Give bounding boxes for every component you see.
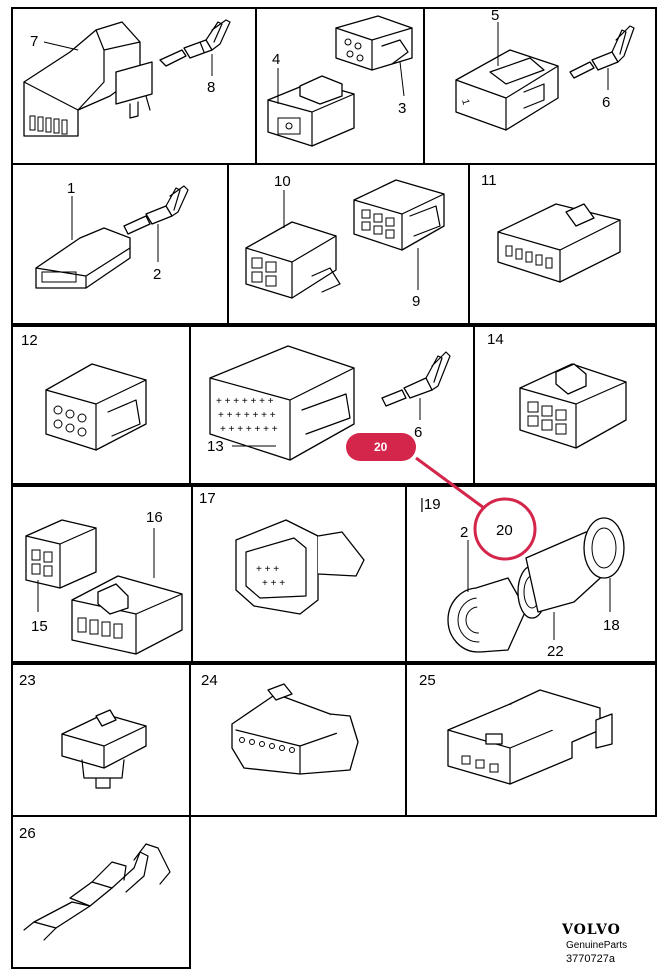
callout-6-mid: 6	[414, 424, 422, 441]
svg-text:+ + + + + + +: + + + + + + +	[216, 396, 274, 407]
connector-25-drawing	[447, 689, 613, 785]
highlight-badge-label: 20	[374, 440, 388, 454]
callout-7: 7	[30, 33, 38, 50]
connector-23-drawing	[61, 709, 147, 789]
connector-16-drawing	[71, 575, 183, 655]
cell-24	[189, 663, 407, 817]
callout-26: 26	[19, 825, 36, 842]
callout-9: 9	[412, 293, 420, 310]
connector-12-drawing	[45, 363, 147, 451]
callout-12: 12	[21, 332, 38, 349]
connector-7-drawing	[23, 21, 153, 137]
connector-17-drawing: + + + + + +	[235, 519, 365, 615]
svg-text:1: 1	[459, 98, 471, 107]
connector-5-drawing: 1	[455, 49, 559, 131]
svg-text:+ + + + + + +: + + + + + + +	[218, 410, 276, 421]
svg-text:+ + +: + + +	[262, 578, 285, 589]
connector-10-drawing	[245, 221, 341, 299]
connector-4-drawing	[267, 75, 355, 147]
highlight-circle-label: 20	[496, 522, 513, 539]
callout-3: 3	[398, 100, 406, 117]
brand-tagline: GenuineParts	[566, 940, 627, 951]
callout-11: 11	[481, 172, 497, 189]
connector-3-drawing	[335, 15, 413, 71]
callout-8: 8	[207, 79, 215, 96]
callout-4: 4	[272, 51, 280, 68]
terminal-6b-drawing	[381, 351, 451, 407]
callout-15: 15	[31, 618, 48, 635]
callout-10: 10	[274, 173, 291, 190]
svg-text:+ + + + + + +: + + + + + + +	[220, 424, 278, 435]
highlight-circle[interactable]	[473, 497, 537, 561]
highlight-leader	[415, 456, 485, 510]
connector-9-drawing	[353, 179, 445, 251]
connector-13-drawing: + + + + + + + + + + + + + + + + + + + + …	[209, 345, 355, 461]
brand-logo: VOLVO	[561, 922, 621, 938]
callout-24: 24	[201, 672, 218, 689]
terminal-2-drawing	[123, 185, 189, 235]
leader-3	[399, 61, 405, 97]
callout-23: 23	[19, 672, 36, 689]
callout-2: 2	[153, 266, 161, 283]
leader-7	[43, 41, 79, 51]
callout-22: 22	[547, 643, 564, 660]
connector-11-drawing	[497, 203, 621, 283]
callout-17: 17	[199, 490, 216, 507]
highlight-badge[interactable]	[346, 433, 416, 461]
callout-25: 25	[419, 672, 436, 689]
terminal-26-drawing	[23, 843, 171, 941]
callout-18: 18	[603, 617, 620, 634]
callout-14: 14	[487, 331, 504, 348]
callout-16: 16	[146, 509, 163, 526]
callout-6-top: 6	[602, 94, 610, 111]
connector-24-drawing	[231, 683, 359, 775]
callout-5: 5	[491, 7, 499, 24]
connector-15-drawing	[25, 519, 97, 589]
drawing-code: 3770727a	[566, 953, 616, 965]
callout-13: 13	[207, 438, 224, 455]
callout-1: 1	[67, 180, 75, 197]
connector-14-drawing	[519, 363, 627, 449]
callout-2b: 2	[460, 524, 468, 541]
housing-1-drawing	[35, 227, 131, 289]
terminal-8-drawing	[159, 19, 231, 67]
terminal-6-drawing	[569, 25, 635, 79]
connector-19-drawing	[447, 517, 625, 653]
svg-text:+ + +: + + +	[256, 564, 279, 575]
callout-19: |19	[420, 496, 441, 513]
